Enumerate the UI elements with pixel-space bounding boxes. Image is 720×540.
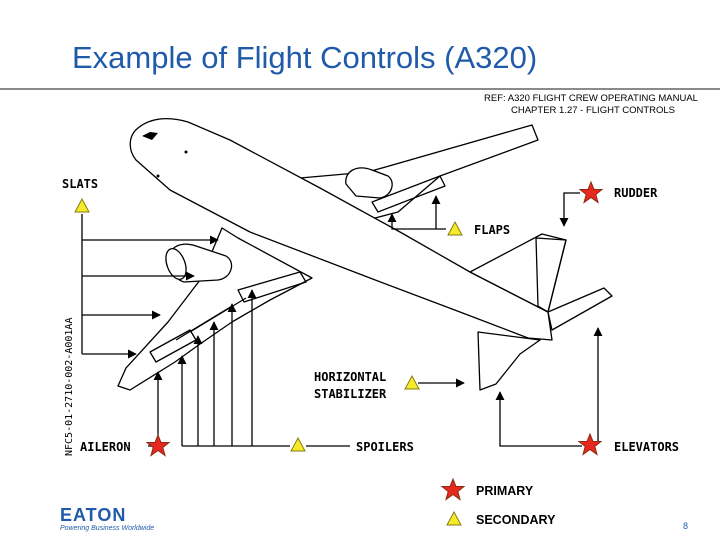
rudder-label: RUDDER bbox=[614, 186, 658, 200]
logo-wordmark: EATON bbox=[60, 505, 127, 525]
aircraft-drawing bbox=[117, 117, 613, 391]
slats-label: SLATS bbox=[62, 177, 98, 191]
slats-secondary-marker bbox=[74, 198, 90, 213]
rudder-primary-marker bbox=[579, 181, 603, 203]
legend-primary-star bbox=[441, 478, 465, 500]
horizontal-stabilizer-secondary-marker bbox=[404, 375, 420, 390]
near-horizontal-stabilizer bbox=[477, 331, 541, 391]
fuselage bbox=[129, 117, 553, 341]
near-engine-intake bbox=[165, 248, 187, 280]
spoilers-label: SPOILERS bbox=[356, 440, 414, 454]
eaton-logo: EATON Powering Business Worldwide bbox=[60, 506, 154, 532]
reference-line-2: CHAPTER 1.27 - FLIGHT CONTROLS bbox=[511, 105, 675, 116]
near-wing bbox=[117, 227, 313, 391]
horizontal-stabilizer-label-1: HORIZONTAL bbox=[314, 370, 386, 384]
legend-secondary-label: SECONDARY bbox=[476, 513, 556, 527]
spoiler-panels bbox=[175, 297, 247, 341]
page-number: 8 bbox=[683, 521, 689, 531]
flaps-label: FLAPS bbox=[474, 223, 510, 237]
rudder-leader bbox=[559, 192, 580, 227]
horizontal-stabilizer-label-2: STABILIZER bbox=[314, 387, 387, 401]
far-horizontal-stabilizer bbox=[547, 287, 613, 331]
elevators-leader-2 bbox=[495, 391, 582, 447]
drawing-code: NFC5-01-2710-002-A001AA bbox=[64, 318, 75, 456]
cockpit-windows bbox=[142, 132, 158, 140]
flaps-leader bbox=[387, 213, 446, 230]
far-engine bbox=[345, 167, 393, 199]
logo-tagline: Powering Business Worldwide bbox=[60, 525, 155, 532]
legend-secondary-triangle bbox=[446, 511, 462, 526]
aileron-leader bbox=[148, 371, 163, 447]
window bbox=[184, 150, 188, 154]
reference-line-1: REF: A320 FLIGHT CREW OPERATING MANUAL bbox=[484, 93, 698, 104]
slide-title: Example of Flight Controls (A320) bbox=[72, 40, 538, 75]
legend-primary-label: PRIMARY bbox=[476, 484, 534, 498]
spoilers-secondary-marker bbox=[290, 437, 306, 452]
near-wing-flap bbox=[237, 271, 307, 303]
far-wing-flap bbox=[371, 175, 446, 213]
flaps-secondary-marker bbox=[447, 221, 463, 236]
reference-note: REF: A320 FLIGHT CREW OPERATING MANUAL C… bbox=[484, 93, 698, 117]
window bbox=[156, 174, 160, 178]
aileron-label: AILERON bbox=[80, 440, 131, 454]
aileron-primary-marker bbox=[146, 434, 170, 456]
elevators-label: ELEVATORS bbox=[614, 440, 679, 454]
title-divider bbox=[0, 88, 720, 90]
